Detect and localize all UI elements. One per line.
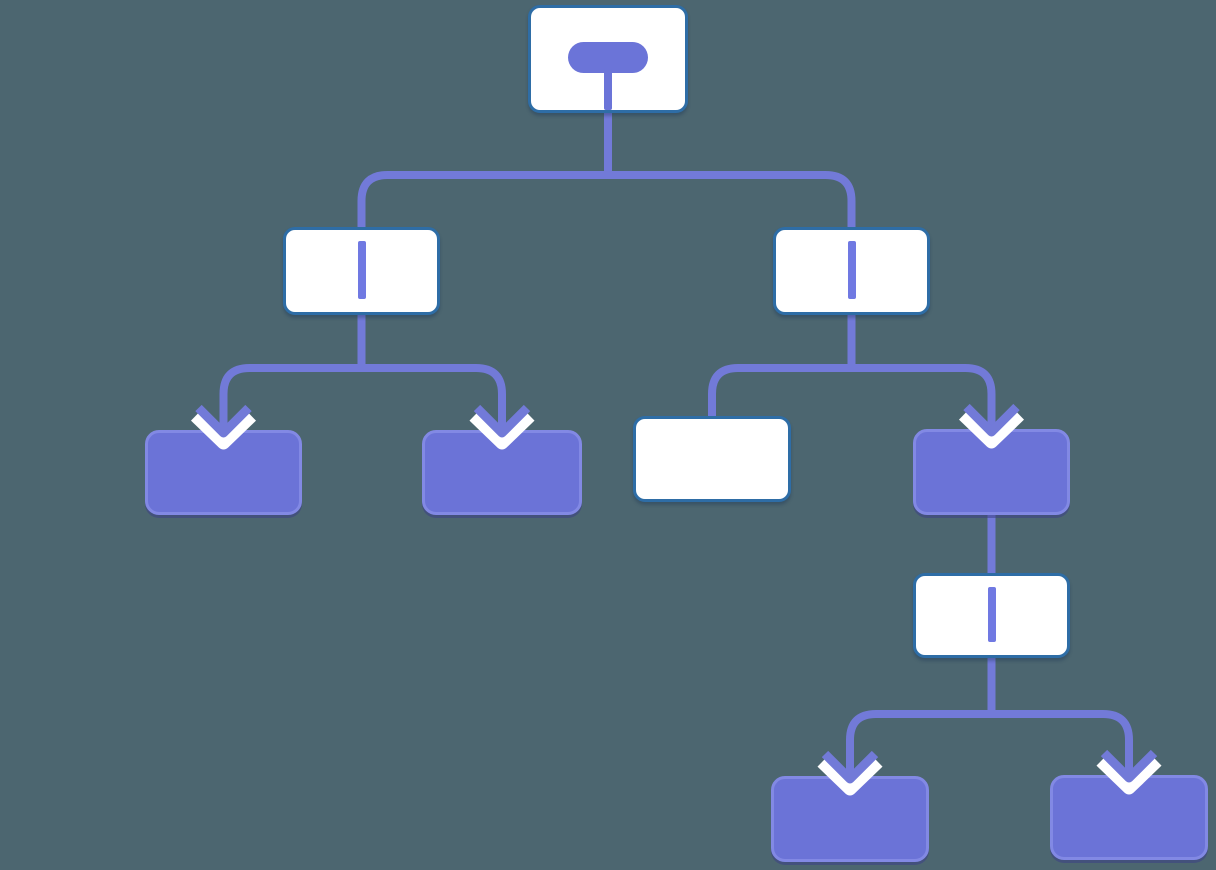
edge-bus-root bbox=[357, 171, 856, 233]
tree-node-leaf-1[interactable] bbox=[145, 430, 302, 515]
tree-node-branch-right[interactable] bbox=[773, 227, 930, 315]
vertical-bar-icon bbox=[847, 241, 856, 299]
edge-bus-branch-bottom bbox=[846, 710, 1133, 779]
tree-node-empty-1[interactable] bbox=[633, 416, 791, 502]
edge-bus-branch-left bbox=[219, 364, 506, 433]
root-pill-icon bbox=[568, 42, 648, 73]
tree-node-branch-bottom[interactable] bbox=[913, 573, 1070, 658]
tree-node-leaf-2[interactable] bbox=[422, 430, 582, 515]
vertical-bar-icon bbox=[357, 241, 366, 299]
tree-node-leaf-4[interactable] bbox=[771, 776, 929, 862]
tree-node-root[interactable] bbox=[528, 5, 688, 113]
root-pill-stem-icon bbox=[604, 68, 612, 110]
vertical-bar-icon bbox=[987, 587, 996, 642]
tree-node-leaf-3[interactable] bbox=[913, 429, 1070, 515]
tree-node-branch-left[interactable] bbox=[283, 227, 440, 315]
tree-node-leaf-5[interactable] bbox=[1050, 775, 1208, 860]
